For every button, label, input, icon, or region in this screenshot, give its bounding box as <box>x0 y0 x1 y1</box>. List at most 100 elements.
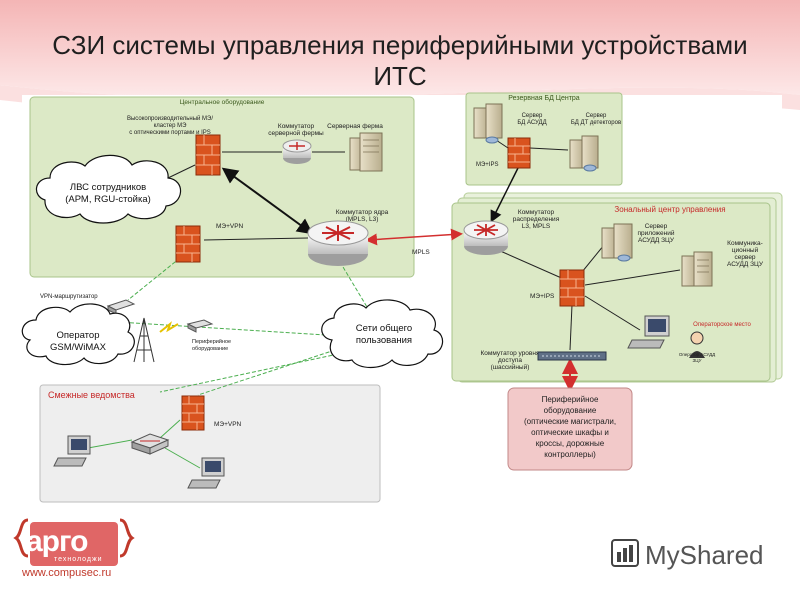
peripheral-line-6: контроллеры) <box>544 450 596 459</box>
link-fwvpn-vpnrouter <box>127 257 181 301</box>
adjacent-pc-1-icon <box>53 435 91 467</box>
public-cloud <box>321 299 444 369</box>
cluster-label-1: Высокопроизводительный МЭ/ <box>127 115 213 122</box>
mpls-label: MPLS <box>412 249 430 256</box>
access-switch-label-1: Коммутатор уровня <box>481 350 540 357</box>
backup-group-label: Резервная БД Центра <box>508 95 580 102</box>
peripheral-line-5: кроссы, дорожные <box>536 439 605 448</box>
gsm-label-2: GSM/WiMAX <box>50 342 107 353</box>
app-server-icon <box>601 223 633 262</box>
link-gsm-public <box>117 321 327 336</box>
comm-server-label-3: сервер <box>734 254 755 261</box>
link-backup-fw-srv2 <box>529 147 569 151</box>
access-switch-label-3: (шассийный) <box>491 363 530 371</box>
footer-url-link[interactable]: www.compusec.ru <box>22 567 112 579</box>
slide-title-line-1: СЗИ системы управления периферийными уст… <box>52 30 748 60</box>
core-router-icon <box>307 220 369 266</box>
link-fw-appserver <box>581 244 605 273</box>
app-server-label-3: АСУДД ЗЦУ <box>638 237 675 244</box>
link-public-adjfw-2 <box>159 353 339 393</box>
link-public-adjfw <box>197 349 336 396</box>
adjacent-group <box>39 384 381 503</box>
comm-server-label-4: АСУДД ЗЦУ <box>727 261 764 268</box>
operator-label-2: ЗЦУ <box>693 358 702 363</box>
logo-background <box>30 522 118 566</box>
peripheral-line-3: (оптические магистрали, <box>524 417 616 426</box>
firewall-icon <box>195 134 221 176</box>
dist-router-icon <box>463 220 509 255</box>
zonal-group <box>451 202 771 382</box>
link-fwvpn-core <box>203 237 309 241</box>
gsm-cloud <box>21 303 135 366</box>
adjacent-fw-label: МЭ+VPN <box>214 421 242 428</box>
backup-server-2-icon <box>569 135 599 172</box>
peripheral-box <box>507 387 633 471</box>
central-group-label: Центральное оборудование <box>180 98 265 106</box>
periph-small-icon <box>186 319 214 333</box>
adjacent-firewall-icon <box>181 395 205 431</box>
link-lan-fw <box>167 164 196 179</box>
backup-server-1-icon <box>473 103 503 144</box>
link-switch-pc1 <box>87 439 133 449</box>
lan-cloud <box>36 154 182 224</box>
router-icon <box>282 139 312 164</box>
workstation-icon <box>627 315 670 349</box>
peripheral-line-2: оборудование <box>544 406 597 415</box>
slide-title: СЗИ системы управления периферийными уст… <box>20 30 780 92</box>
link-dist-fw <box>497 249 567 281</box>
wireless-bolt-icon <box>159 321 179 333</box>
core-switch-label-1: Коммутатор ядра <box>336 209 389 216</box>
logo-brace-left <box>13 518 29 558</box>
fw-vpn-label: МЭ+VPN <box>216 223 244 230</box>
cluster-label-3: с оптическими портами и IPS <box>129 130 211 136</box>
backup-server-1-label-2: БД АСУДД <box>517 120 546 126</box>
operator-label-1: Оператор АСУДД <box>679 352 715 357</box>
slide-title-line-2: ИТС <box>373 61 427 91</box>
periph-small-label-2: оборудование <box>192 346 228 352</box>
cluster-label-2: кластер МЭ <box>154 123 188 129</box>
access-switch-label-2: доступа <box>498 357 522 364</box>
operator-place-label: Операторское место <box>693 322 751 328</box>
lan-label-2: (АРМ, RGU-стойка) <box>65 194 151 205</box>
comm-server-label-1: Коммуника- <box>727 240 763 247</box>
peripheral-line-1: Периферийное <box>542 395 599 404</box>
logo-subtitle: технолоджи <box>54 556 103 563</box>
adjacent-pc-2-icon <box>187 457 225 489</box>
link-fw-operator <box>584 295 641 331</box>
server-icon <box>349 132 383 172</box>
app-server-label-2: приложений <box>638 229 675 237</box>
zonal-group-label: Зональный центр управления <box>614 205 725 214</box>
dist-switch-label-3: L3, MPLS <box>522 223 551 230</box>
myshared-logo-icon <box>611 539 639 567</box>
link-backup-dist <box>490 167 519 223</box>
logo-brace-right <box>119 518 135 558</box>
operator-person-icon <box>689 331 705 358</box>
link-fw-core <box>221 167 314 235</box>
backup-server-2-label-2: БД ДТ детекторов <box>571 120 621 126</box>
link-mpls <box>365 228 463 246</box>
core-switch-label-2: (MPLS, L3) <box>346 216 379 223</box>
backup-server-2-label-1: Сервер <box>586 113 607 119</box>
server-farm-label: Серверная ферма <box>327 123 383 130</box>
backup-server-1-label-1: Сервер <box>522 113 543 119</box>
server-switch-label-1: Коммутатор <box>278 123 315 130</box>
link-adjfw-switch <box>159 419 181 439</box>
periph-small-label-1: Периферийное <box>192 338 231 345</box>
vpn-router-label: VPN-маршрутизатор <box>40 294 98 300</box>
app-server-label-1: Сервер <box>645 223 668 230</box>
backup-firewall-icon <box>507 137 531 169</box>
firewall-vpn-icon <box>175 225 201 263</box>
zonal-firewall-icon <box>559 269 585 307</box>
public-label-1: Сети общего <box>356 323 412 334</box>
adjacent-switch-icon <box>130 433 170 455</box>
link-switch-pc2 <box>164 447 201 469</box>
background-wave <box>0 0 800 98</box>
link-core-public <box>339 261 372 314</box>
antenna-tower-icon <box>133 317 155 363</box>
dist-switch-label-1: Коммутатор <box>518 209 555 216</box>
comm-server-icon <box>681 251 713 287</box>
gsm-label-1: Оператор <box>57 330 100 341</box>
public-label-2: пользования <box>356 335 412 346</box>
